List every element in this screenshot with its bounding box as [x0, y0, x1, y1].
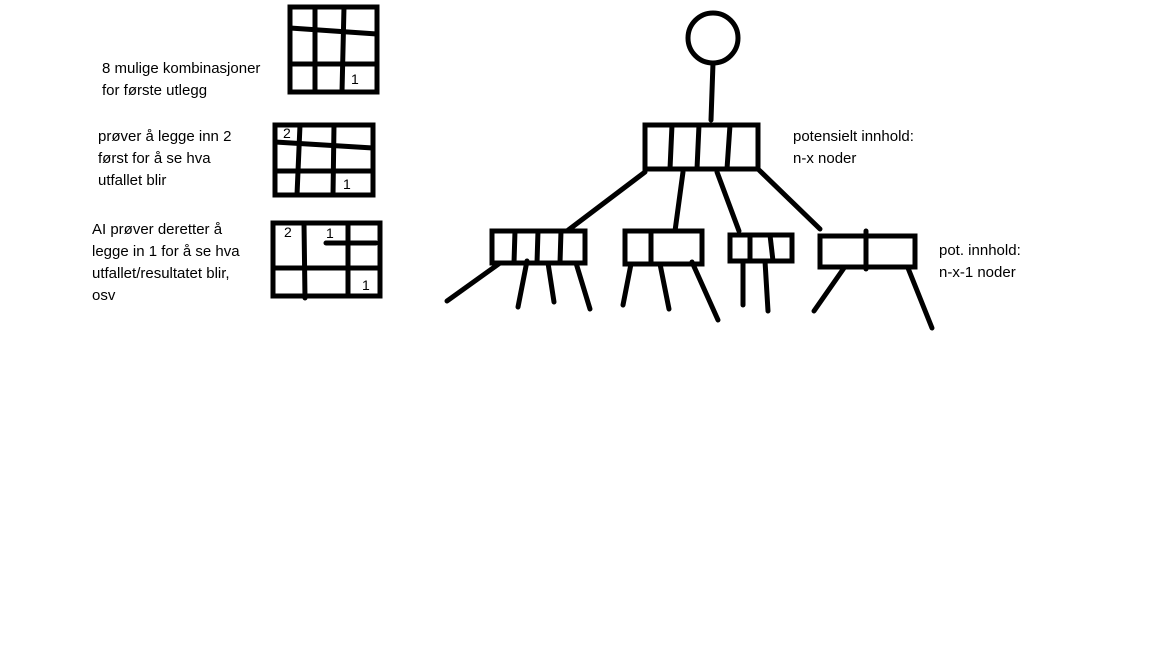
tree-edge [515, 258, 530, 310]
board-step3-cell-mark: 1 [362, 277, 370, 293]
board-step1-frame [287, 4, 380, 95]
tree-node-divider [694, 122, 702, 172]
tree-edge [756, 167, 823, 232]
board-step3: 2 1 1 [270, 220, 383, 301]
tree-level2-annotation-line: n-x-1 noder [939, 264, 1016, 281]
tree-node-divider [667, 122, 675, 172]
tree-level1-node [642, 122, 761, 172]
tree-edge [708, 60, 716, 123]
board-step1: 1 [287, 4, 380, 95]
step2-description-line: utfallet blir [98, 172, 167, 189]
tree-level2-annotation: pot. innhold: n-x-1 noder [939, 240, 1021, 284]
board-step3-frame [270, 220, 383, 299]
tree-edge [811, 265, 847, 314]
tree-level2-node [622, 228, 705, 267]
tree-node-divider [511, 228, 518, 266]
step2-description-line: først for å se hva [98, 150, 211, 167]
tree-edge [762, 258, 771, 314]
tree-edge [672, 169, 686, 234]
board-step1-gridline [339, 4, 347, 95]
step1-description-line: 8 mulige kombinasjoner [102, 60, 261, 77]
board-step3-gridline [301, 220, 308, 301]
tree-edge [444, 260, 503, 304]
step3-description-line: AI prøver deretter å [92, 221, 223, 238]
tree-edge [545, 260, 557, 305]
tree-level1-annotation-line: potensielt innhold: [793, 128, 914, 145]
board-step2: 2 1 [272, 122, 376, 198]
board-step2-gridline [294, 122, 303, 198]
tree-edge [905, 265, 935, 331]
board-step3-cell-mark: 1 [326, 225, 334, 241]
tree-level2-annotation-line: pot. innhold: [939, 242, 1021, 259]
board-step2-cell-mark: 1 [343, 176, 351, 192]
step3-description-line: utfallet/resultatet blir, [92, 265, 230, 282]
tree-level1-annotation: potensielt innhold: n-x noder [793, 126, 914, 170]
tree-edge [714, 169, 742, 234]
step2-description: prøver å legge inn 2 først for å se hva … [98, 126, 231, 192]
step3-description-line: legge in 1 for å se hva [92, 243, 240, 260]
step2-description-line: prøver å legge inn 2 [98, 128, 232, 145]
board-step1-cell-mark: 1 [351, 71, 359, 87]
board-step2-frame [272, 122, 376, 198]
step1-description: 8 mulige kombinasjoner for første utlegg [102, 58, 260, 102]
tree [444, 10, 935, 331]
board-step3-cell-mark: 2 [284, 224, 292, 240]
board-step1-gridline [287, 25, 380, 37]
tree-root-node [685, 10, 741, 66]
tree-edge [564, 169, 648, 234]
tree-edge [620, 261, 634, 308]
board-step2-cell-mark: 2 [283, 125, 291, 141]
tree-level2-node [727, 232, 795, 264]
board-step2-gridline [330, 122, 337, 198]
tree-node-divider [767, 232, 776, 264]
tree-edge [573, 260, 593, 312]
tree-level1-annotation-line: n-x noder [793, 150, 857, 167]
board-step2-gridline [272, 139, 376, 151]
tree-node-divider [534, 228, 541, 266]
step3-description: AI prøver deretter å legge in 1 for å se… [92, 219, 240, 307]
tree-edge [689, 259, 721, 323]
tree-node-divider [724, 122, 733, 172]
tree-node-divider [557, 228, 564, 266]
step3-description-line: osv [92, 287, 116, 304]
tree-edge [657, 261, 672, 312]
step1-description-line: for første utlegg [102, 82, 208, 99]
